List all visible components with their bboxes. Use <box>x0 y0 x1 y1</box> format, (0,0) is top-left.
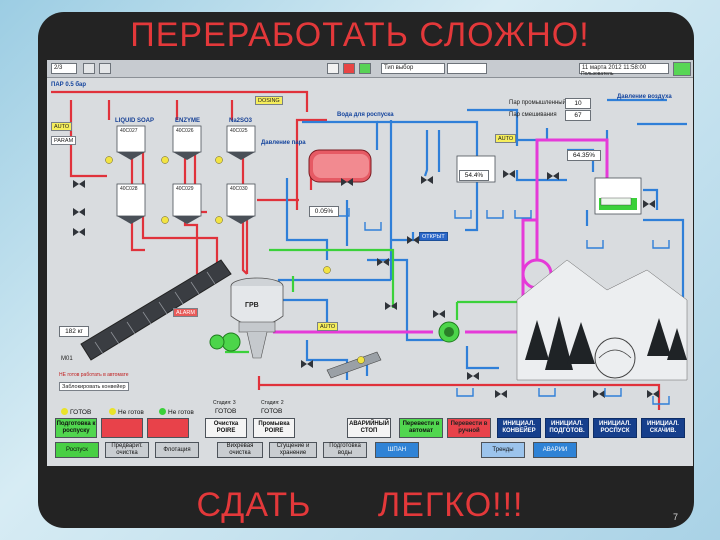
alarm-icon[interactable] <box>327 63 339 74</box>
water-dissolve-label: Вода для роспуска <box>337 112 394 118</box>
wash-poire-button[interactable]: Промывка POIRE <box>253 418 295 438</box>
start-icon[interactable] <box>359 63 371 74</box>
weight-value: 182 кг <box>59 326 89 337</box>
scada-screen: 2/3 Тип выбор 11 марта 2012 11:58:00 Пол… <box>47 60 693 466</box>
clean-poire-button[interactable]: Очистка POIRE <box>205 418 247 438</box>
params-tag[interactable]: PARAM <box>51 136 77 145</box>
status-lamp <box>673 62 691 76</box>
toolbar-button-1[interactable] <box>83 63 95 74</box>
slide-title-bottom-1: СДАТЬ <box>196 486 312 524</box>
init-dissolve-button[interactable]: ИНИЦИАЛ. РОСПУСК <box>593 418 637 438</box>
pressure-value-2: 67 <box>565 110 591 121</box>
to-auto-button[interactable]: Перевести в автомат <box>399 418 443 438</box>
nav-prelim-clean[interactable]: Предварит. очистка <box>105 442 149 458</box>
na2so3-label: Na2SO3 <box>229 118 253 124</box>
type-select[interactable]: Тип выбор <box>381 63 445 74</box>
enzyme-label: ENZYME <box>175 118 201 124</box>
stop-icon[interactable] <box>343 63 355 74</box>
top-toolbar: 2/3 Тип выбор 11 марта 2012 11:58:00 Пол… <box>47 60 693 78</box>
tank-id: 40C027 <box>120 128 138 134</box>
nav-vortex-clean[interactable]: Вихревая очистка <box>217 442 263 458</box>
mode-tag[interactable]: AUTO <box>51 122 73 131</box>
slide-number: 7 <box>672 512 678 522</box>
valve-tag-yellow[interactable]: AUTO <box>317 322 339 331</box>
nav-trends[interactable]: Тренды <box>481 442 525 458</box>
not-ready-status-2: Не готов <box>159 408 194 416</box>
init-drain-button[interactable]: ИНИЦИАЛ. СКАЧИВ. <box>641 418 685 438</box>
toolbar-button-2[interactable] <box>99 63 111 74</box>
tank-id: 40C025 <box>230 128 248 134</box>
nav-flotation[interactable]: Флотация <box>155 442 199 458</box>
auto-tag-right[interactable]: AUTO <box>495 134 517 143</box>
datetime-field: 11 марта 2012 11:58:00 <box>579 63 669 74</box>
page-field[interactable]: 2/3 <box>51 63 77 74</box>
slide-title-top: ПЕРЕРАБОТАТЬ СЛОЖНО! <box>130 16 590 54</box>
liquid-soap-label: LIQUID SOAP <box>115 118 155 124</box>
steam-pressure-label: Давление пара <box>261 140 306 146</box>
stage-2-status: ГОТОВ <box>261 408 283 415</box>
air-pressure-label: Давление воздуха <box>617 94 672 100</box>
steam-label: ПАР 0.5 бар <box>51 82 87 88</box>
nav-dissolve[interactable]: Роспуск <box>55 442 99 458</box>
stage-3-label: Стадия: 3 <box>213 400 236 406</box>
nav-thickening[interactable]: Сгущение и хранение <box>269 442 317 458</box>
nav-alarms[interactable]: АВАРИИ <box>533 442 577 458</box>
process-diagram <box>51 90 688 410</box>
ready-status: ГОТОВ <box>61 408 91 416</box>
level-percent-3: 0.05% <box>309 206 339 217</box>
prom-label: Пар промышленный <box>509 100 566 106</box>
command-button-3[interactable] <box>147 418 189 438</box>
grv-label: ГРВ <box>245 302 259 309</box>
command-button-2[interactable] <box>101 418 143 438</box>
stage-2-label: Стадия: 2 <box>261 400 284 406</box>
tank-id: 40C026 <box>176 128 194 134</box>
init-conveyor-button[interactable]: ИНИЦИАЛ. КОНВЕЙЕР <box>497 418 541 438</box>
gear-id-label: M01 <box>61 356 73 362</box>
press-label: Пар смешивания <box>509 112 557 118</box>
pressure-value-1: 10 <box>565 98 591 109</box>
slide-title-bottom-2: ЛЕГКО!!! <box>377 486 524 524</box>
not-ready-status: Не готов <box>109 408 144 416</box>
chem-dosing-tag[interactable]: DOSING <box>255 96 283 105</box>
emergency-stop-button[interactable]: АВАРИЙНЫЙ СТОП <box>347 418 391 438</box>
slide-title-bottom: СДАТЬ ЛЕГКО!!! <box>0 486 720 525</box>
nav-water-prep[interactable]: Подготовка воды <box>323 442 367 458</box>
nav-shpan[interactable]: ШПАН <box>375 442 419 458</box>
tank-id: 40C030 <box>230 186 248 192</box>
user-label: Пользователь <box>581 71 614 77</box>
prep-dissolve-button[interactable]: Подготовка к роспуску <box>55 418 97 438</box>
alarm-tag-1[interactable]: ALARM <box>173 308 198 317</box>
stage-3-status: ГОТОВ <box>215 408 237 415</box>
block-conveyor-button[interactable]: Заблокировать конвейер <box>59 382 129 391</box>
valve-tag-blue[interactable]: ОТКРЫТ <box>419 232 448 241</box>
level-percent-2: 54.4% <box>459 170 489 181</box>
tank-id: 40C029 <box>176 186 194 192</box>
not-ready-auto-label: НЕ готов работать в автомате <box>59 372 129 378</box>
init-prep-button[interactable]: ИНИЦИАЛ. ПОДГОТОВ. <box>545 418 589 438</box>
tank-id: 40C028 <box>120 186 138 192</box>
to-manual-button[interactable]: Перевести в ручной <box>447 418 491 438</box>
aux-field[interactable] <box>447 63 487 74</box>
level-percent-1: 64.35% <box>567 150 601 161</box>
